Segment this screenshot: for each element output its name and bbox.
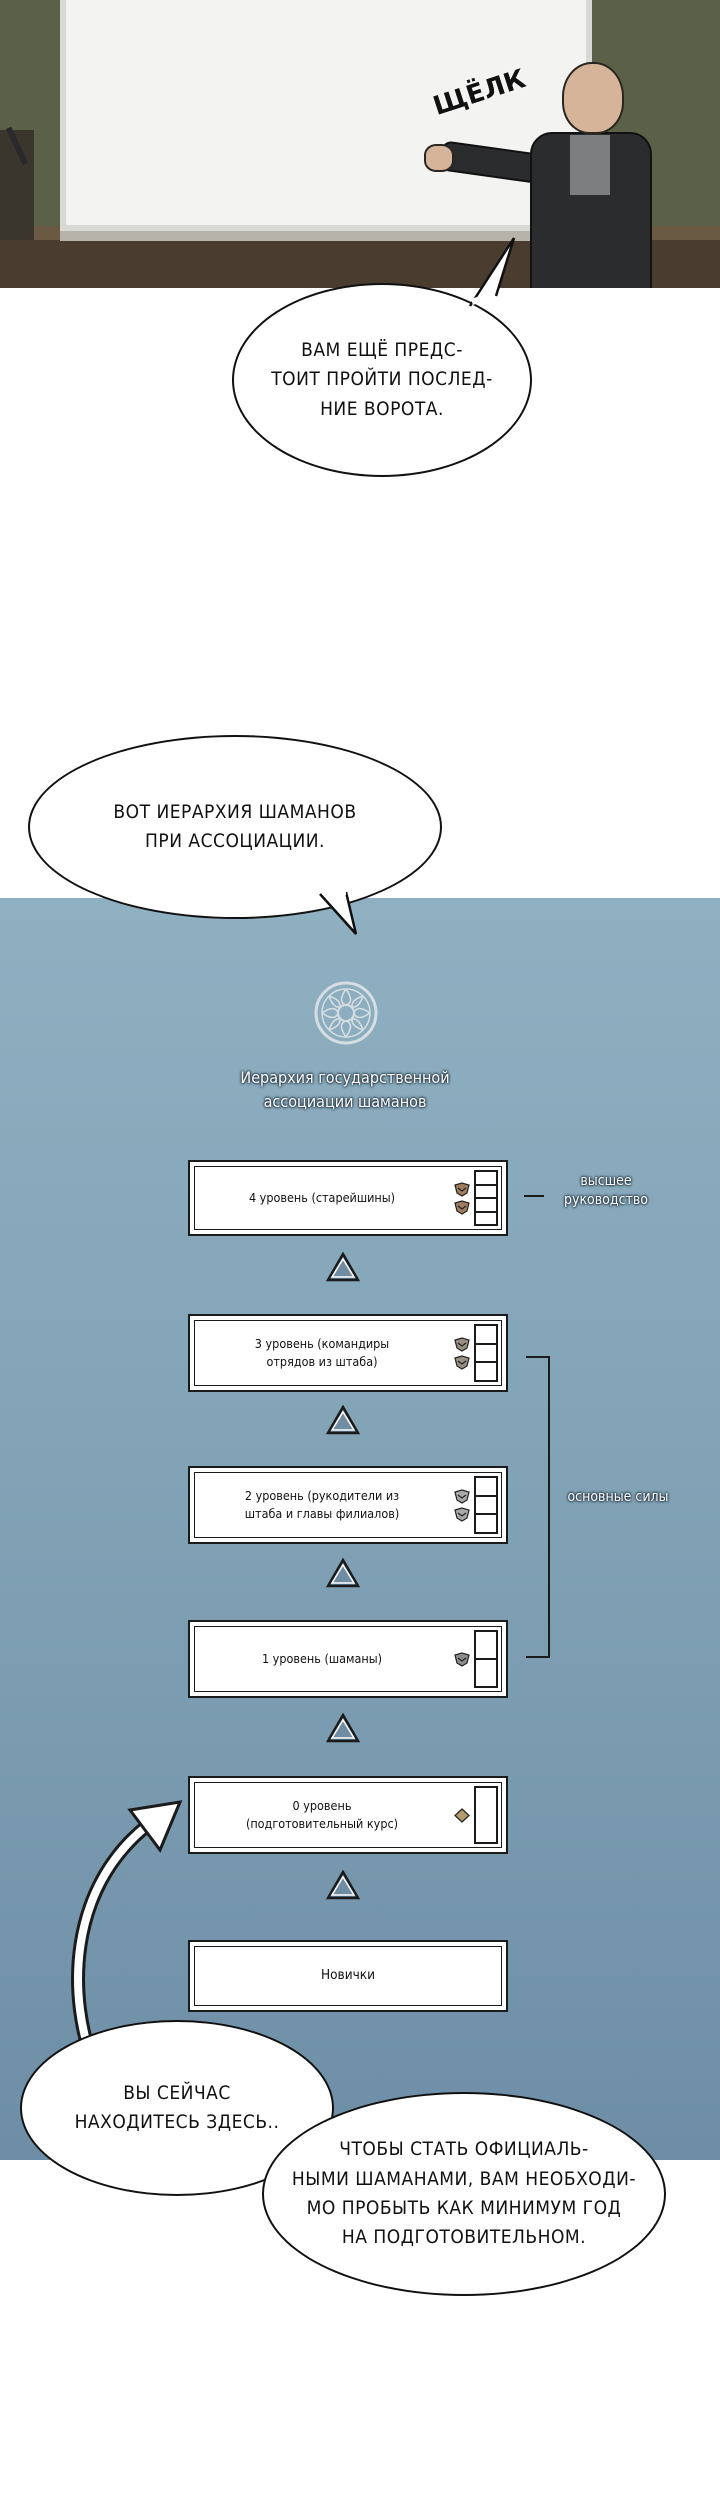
bubble-text: ВАМ ЕЩЁ ПРЕДС- ТОИТ ПРОЙТИ ПОСЛЕД- НИЕ В…: [271, 338, 493, 420]
level-4-box: 4 уровень (старейшины): [188, 1160, 508, 1236]
classroom-panel: ЩЁЛК: [0, 0, 720, 288]
rank-icons: [452, 1786, 472, 1844]
rank-badge-icon: [454, 1651, 470, 1667]
association-emblem-icon: [314, 981, 378, 1045]
lecturer-hand: [424, 144, 454, 172]
speech-bubble-you-are-here: ВЫ СЕЙЧАС НАХОДИТЕСЬ ЗДЕСЬ..: [20, 2020, 334, 2196]
side-label-top-leadership: высшее руководство: [564, 1173, 648, 1208]
hierarchy-infographic: Иерархия государственной ассоциации шама…: [0, 898, 720, 2160]
level-2-box: 2 уровень (рукодители из штаба и главы ф…: [188, 1466, 508, 1544]
rank-slots: [474, 1476, 498, 1534]
rank-icons: [452, 1630, 472, 1688]
up-arrow-icon: [326, 1252, 360, 1282]
rank-badge-icon: [454, 1336, 470, 1352]
speech-bubble-gates: ВАМ ЕЩЁ ПРЕДС- ТОИТ ПРОЙТИ ПОСЛЕД- НИЕ В…: [232, 283, 532, 477]
bubble-text: ВОТ ИЕРАРХИЯ ШАМАНОВ ПРИ АССОЦИАЦИИ.: [113, 800, 357, 852]
rank-icons: [452, 1476, 472, 1534]
rank-badge-icon: [454, 1488, 470, 1504]
up-arrow-icon: [326, 1405, 360, 1435]
level-1-box: 1 уровень (шаманы): [188, 1620, 508, 1698]
lecturer-head: [562, 62, 624, 134]
up-arrow-icon: [326, 1713, 360, 1743]
bubble-tail: [468, 237, 516, 307]
level-label: 3 уровень (командиры отрядов из штаба): [254, 1335, 390, 1369]
top-leadership-connector: [524, 1195, 544, 1197]
side-label-main-forces: основные силы: [567, 1489, 669, 1505]
bubble-text: ЧТОБЫ СТАТЬ ОФИЦИАЛЬ- НЫМИ ШАМАНАМИ, ВАМ…: [291, 2138, 637, 2249]
up-arrow-icon: [326, 1558, 360, 1588]
rank-slots: [474, 1324, 498, 1382]
whiteboard-tray: [60, 231, 592, 241]
rank-slots: [474, 1630, 498, 1688]
speech-bubble-hierarchy: ВОТ ИЕРАРХИЯ ШАМАНОВ ПРИ АССОЦИАЦИИ.: [28, 735, 442, 919]
rank-badge-icon: [454, 1181, 470, 1197]
bubble-tail: [319, 890, 358, 935]
level-label: 2 уровень (рукодители из штаба и главы ф…: [244, 1487, 400, 1521]
main-forces-bracket-top: [526, 1356, 550, 1358]
lecturer-shirt: [570, 135, 610, 195]
level-label: 4 уровень (старейшины): [248, 1189, 396, 1205]
level-label: Новички: [320, 1967, 376, 1984]
infographic-title: Иерархия государственной ассоциации шама…: [240, 1068, 450, 1111]
bubble-text: ВЫ СЕЙЧАС НАХОДИТЕСЬ ЗДЕСЬ..: [74, 2081, 280, 2133]
novices-box: Новички: [188, 1940, 508, 2012]
main-forces-bracket-vertical: [548, 1356, 550, 1658]
main-forces-bracket-bottom: [526, 1656, 550, 1658]
rank-badge-icon: [454, 1506, 470, 1522]
level-3-box: 3 уровень (командиры отрядов из штаба): [188, 1314, 508, 1392]
speech-bubble-official: ЧТОБЫ СТАТЬ ОФИЦИАЛЬ- НЫМИ ШАМАНАМИ, ВАМ…: [262, 2092, 666, 2296]
level-0-box: 0 уровень (подготовительный курс): [188, 1776, 508, 1854]
whiteboard: [60, 0, 592, 241]
level-label: 0 уровень (подготовительный курс): [245, 1797, 399, 1831]
lecturer-figure: [424, 40, 652, 288]
up-arrow-icon: [326, 1870, 360, 1900]
rank-icons: [452, 1170, 472, 1226]
level-label: 1 уровень (шаманы): [261, 1650, 383, 1666]
rank-badge-icon: [454, 1199, 470, 1215]
diamond-badge-icon: [454, 1807, 470, 1823]
rank-icons: [452, 1324, 472, 1382]
rank-badge-icon: [454, 1354, 470, 1370]
rank-slots: [474, 1170, 498, 1226]
rank-slots: [474, 1786, 498, 1844]
